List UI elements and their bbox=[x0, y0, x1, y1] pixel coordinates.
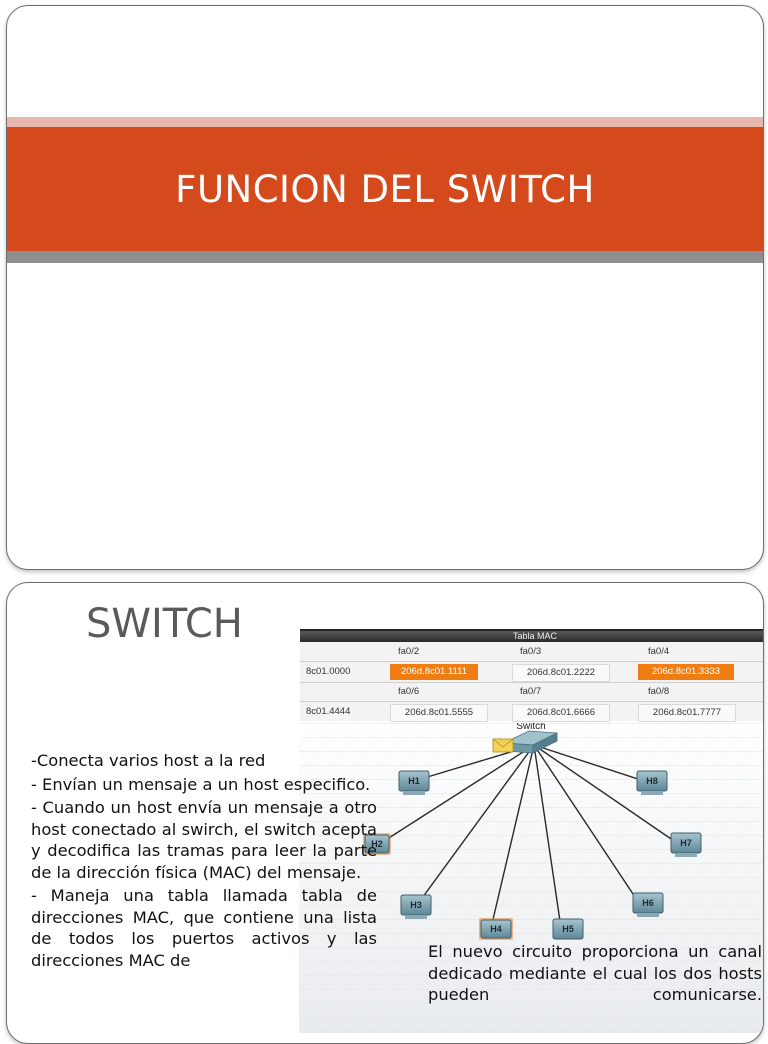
host-h2-icon: H2 bbox=[363, 833, 391, 855]
mac-address: 206d.8c01.5555 bbox=[390, 704, 488, 722]
bullet-item: - Maneja una tabla llamada tabla de dire… bbox=[31, 886, 377, 970]
network-diagram: Switch H1 H2 H3 bbox=[299, 723, 763, 1033]
host-h1-icon: H1 bbox=[398, 770, 430, 795]
envelope-icon bbox=[492, 738, 514, 753]
mac-table-row: fa0/6 fa0/7 fa0/8 bbox=[300, 684, 763, 704]
slide1-title: FUNCION DEL SWITCH bbox=[175, 167, 595, 211]
host-label: H5 bbox=[562, 924, 574, 934]
host-h6-icon: H6 bbox=[632, 892, 664, 917]
port-label: fa0/2 bbox=[398, 646, 420, 657]
port-label: fa0/7 bbox=[520, 686, 542, 697]
title-band-accent bbox=[7, 117, 763, 127]
host-label: H2 bbox=[371, 839, 383, 849]
bullet-list: -Conecta varios host a la red - Envían u… bbox=[31, 750, 377, 973]
host-label: H3 bbox=[410, 900, 422, 910]
host-label: H6 bbox=[642, 898, 654, 908]
bullet-item: - Cuando un host envía un mensaje a otro… bbox=[31, 798, 377, 882]
host-label: H7 bbox=[680, 838, 692, 848]
port-label: fa0/4 bbox=[648, 646, 670, 657]
host-label: H4 bbox=[490, 924, 502, 934]
host-label: H8 bbox=[646, 776, 658, 786]
host-h5-icon: H5 bbox=[552, 918, 584, 940]
mac-table-row: 8c01.0000 206d.8c01.1111 206d.8c01.2222 … bbox=[300, 664, 763, 684]
slide-title: FUNCION DEL SWITCH bbox=[6, 5, 764, 570]
bullet-item: - Envían un mensaje a un host especifico… bbox=[31, 774, 371, 794]
title-band bbox=[7, 127, 763, 251]
mac-address: 206d.8c01.7777 bbox=[638, 704, 736, 722]
port-label: fa0/3 bbox=[520, 646, 542, 657]
mac-table-row: fa0/2 fa0/3 fa0/4 bbox=[300, 644, 763, 664]
mac-address: 8c01.4444 bbox=[306, 706, 351, 717]
switch-label: Switch bbox=[516, 723, 545, 732]
mac-table: Tabla MAC fa0/2 fa0/3 fa0/4 8c01.0000 20… bbox=[300, 629, 763, 724]
host-label: H1 bbox=[408, 776, 420, 786]
mac-address-highlighted: 206d.8c01.3333 bbox=[638, 664, 734, 680]
host-h4-icon: H4 bbox=[479, 918, 513, 940]
mac-address-highlighted: 206d.8c01.1111 bbox=[390, 664, 478, 680]
slide-switch: SWITCH Tabla MAC fa0/2 fa0/3 fa0/4 8c01.… bbox=[6, 582, 764, 1044]
mac-address: 206d.8c01.2222 bbox=[512, 664, 610, 682]
host-h8-icon: H8 bbox=[636, 770, 668, 795]
title-band-shadow bbox=[7, 251, 763, 263]
mac-table-title: Tabla MAC bbox=[300, 629, 763, 642]
host-h3-icon: H3 bbox=[400, 894, 432, 919]
slide2-title: SWITCH bbox=[86, 601, 243, 647]
port-label: fa0/8 bbox=[648, 686, 670, 697]
mac-address: 206d.8c01.6666 bbox=[512, 704, 610, 722]
diagram-caption: El nuevo circuito proporciona un canal d… bbox=[428, 942, 762, 1004]
port-label: fa0/6 bbox=[398, 686, 420, 697]
mac-address: 8c01.0000 bbox=[306, 666, 351, 677]
host-h7-icon: H7 bbox=[670, 832, 702, 857]
bullet-item: -Conecta varios host a la red bbox=[31, 751, 266, 770]
mac-table-row: 8c01.4444 206d.8c01.5555 206d.8c01.6666 … bbox=[300, 704, 763, 724]
